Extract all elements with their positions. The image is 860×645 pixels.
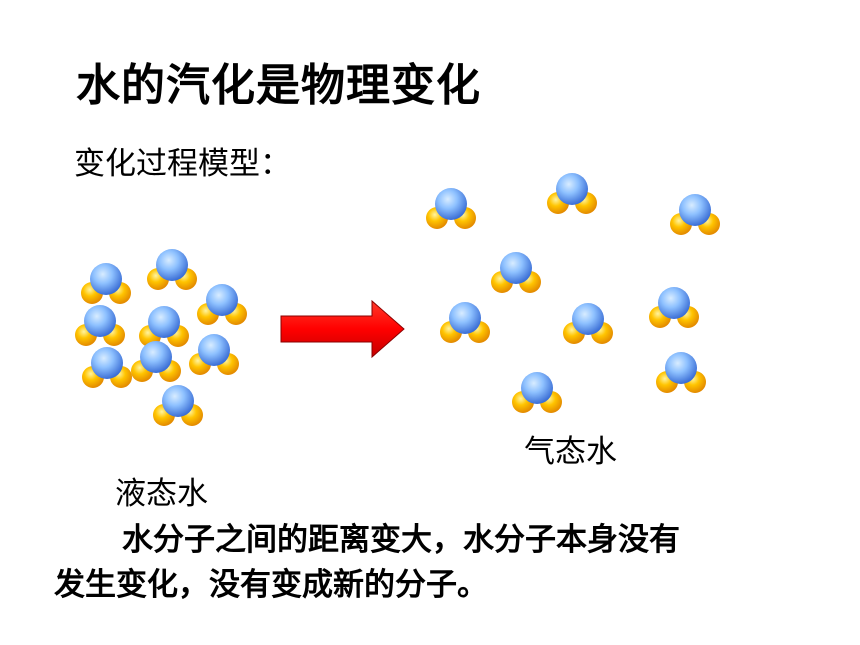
water-molecule-icon bbox=[153, 385, 203, 426]
oxygen-atom bbox=[679, 194, 711, 226]
oxygen-atom bbox=[156, 249, 188, 281]
oxygen-atom bbox=[435, 188, 467, 220]
water-molecule-icon bbox=[670, 194, 720, 235]
water-molecule-icon bbox=[82, 347, 132, 388]
oxygen-atom bbox=[162, 385, 194, 417]
oxygen-atom bbox=[206, 284, 238, 316]
oxygen-atom bbox=[500, 252, 532, 284]
water-molecule-icon bbox=[512, 372, 562, 413]
liquid-water-molecules bbox=[75, 249, 247, 426]
water-molecule-icon bbox=[491, 252, 541, 293]
water-molecule-icon bbox=[131, 341, 181, 382]
water-molecule-icon bbox=[649, 287, 699, 328]
oxygen-atom bbox=[198, 334, 230, 366]
gas-water-label: 气态水 bbox=[524, 434, 617, 470]
water-molecule-icon bbox=[426, 188, 476, 229]
water-molecule-icon bbox=[656, 352, 706, 393]
oxygen-atom bbox=[521, 372, 553, 404]
right-arrow-icon bbox=[280, 299, 405, 359]
oxygen-atom bbox=[449, 302, 481, 334]
oxygen-atom bbox=[148, 306, 180, 338]
water-molecule-icon bbox=[139, 306, 189, 347]
water-molecule-icon bbox=[189, 334, 239, 375]
water-molecule-icon bbox=[547, 173, 597, 214]
oxygen-atom bbox=[556, 173, 588, 205]
liquid-water-label: 液态水 bbox=[115, 476, 208, 512]
oxygen-atom bbox=[140, 341, 172, 373]
oxygen-atom bbox=[91, 347, 123, 379]
water-molecule-icon bbox=[75, 305, 125, 346]
oxygen-atom bbox=[658, 287, 690, 319]
gaseous-water-molecules bbox=[426, 173, 720, 413]
oxygen-atom bbox=[84, 305, 116, 337]
oxygen-atom bbox=[665, 352, 697, 384]
water-molecule-icon bbox=[197, 284, 247, 325]
description-line-1: 水分子之间的距离变大，水分子本身没有 bbox=[122, 522, 680, 558]
oxygen-atom bbox=[90, 263, 122, 295]
description-line-2: 发生变化，没有变成新的分子。 bbox=[54, 567, 488, 603]
subtitle: 变化过程模型： bbox=[74, 146, 291, 182]
water-molecule-icon bbox=[440, 302, 490, 343]
water-molecule-icon bbox=[563, 303, 613, 344]
water-molecule-icon bbox=[81, 263, 131, 304]
water-molecule-icon bbox=[147, 249, 197, 290]
page-title: 水的汽化是物理变化 bbox=[76, 60, 481, 111]
oxygen-atom bbox=[572, 303, 604, 335]
